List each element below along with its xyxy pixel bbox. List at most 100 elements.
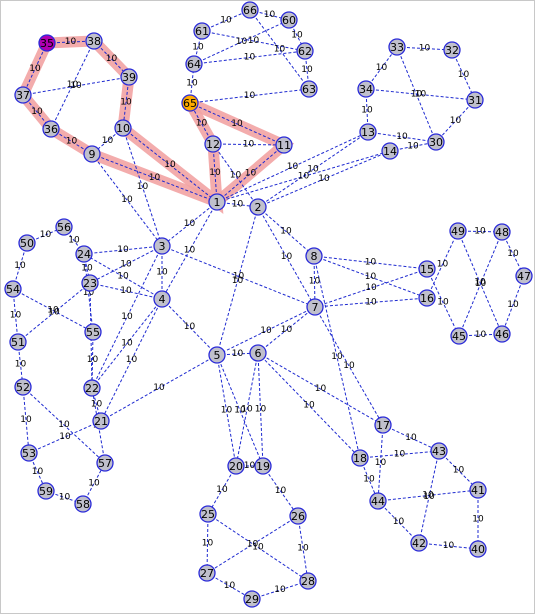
node-circle-56[interactable] xyxy=(55,218,73,236)
node-circle-21[interactable] xyxy=(92,412,110,430)
node-circle-8[interactable] xyxy=(305,247,323,265)
node-3[interactable]: 3 xyxy=(153,237,171,255)
node-38[interactable]: 38 xyxy=(85,32,103,50)
node-circle-40[interactable] xyxy=(469,540,487,558)
node-11[interactable]: 11 xyxy=(275,136,293,154)
node-circle-48[interactable] xyxy=(493,223,511,241)
node-58[interactable]: 58 xyxy=(74,495,92,513)
node-circle-49[interactable] xyxy=(449,222,467,240)
node-circle-64[interactable] xyxy=(185,55,203,73)
node-23[interactable]: 23 xyxy=(81,274,99,292)
node-circle-57[interactable] xyxy=(96,454,114,472)
node-39[interactable]: 39 xyxy=(120,68,138,86)
node-5[interactable]: 5 xyxy=(208,346,226,364)
node-circle-3[interactable] xyxy=(153,237,171,255)
node-34[interactable]: 34 xyxy=(357,80,375,98)
node-circle-43[interactable] xyxy=(430,442,448,460)
node-circle-24[interactable] xyxy=(75,245,93,263)
node-41[interactable]: 41 xyxy=(469,481,487,499)
node-19[interactable]: 19 xyxy=(254,457,272,475)
node-circle-44[interactable] xyxy=(369,492,387,510)
node-29[interactable]: 29 xyxy=(243,590,261,608)
node-10[interactable]: 10 xyxy=(114,119,132,137)
node-12[interactable]: 12 xyxy=(204,135,222,153)
node-62[interactable]: 62 xyxy=(296,42,314,60)
node-36[interactable]: 36 xyxy=(42,120,60,138)
node-circle-58[interactable] xyxy=(74,495,92,513)
node-55[interactable]: 55 xyxy=(84,323,102,341)
node-circle-59[interactable] xyxy=(37,482,55,500)
node-33[interactable]: 33 xyxy=(388,38,406,56)
node-35[interactable]: 35 xyxy=(38,34,56,52)
node-circle-17[interactable] xyxy=(374,416,392,434)
node-circle-25[interactable] xyxy=(199,505,217,523)
node-21[interactable]: 21 xyxy=(92,412,110,430)
node-circle-46[interactable] xyxy=(493,325,511,343)
node-44[interactable]: 44 xyxy=(369,492,387,510)
node-circle-26[interactable] xyxy=(289,507,307,525)
node-circle-65[interactable] xyxy=(181,94,199,112)
node-27[interactable]: 27 xyxy=(198,564,216,582)
node-65[interactable]: 65 xyxy=(181,94,199,112)
node-17[interactable]: 17 xyxy=(374,416,392,434)
node-48[interactable]: 48 xyxy=(493,223,511,241)
node-9[interactable]: 9 xyxy=(83,145,101,163)
node-circle-66[interactable] xyxy=(241,1,259,19)
node-circle-4[interactable] xyxy=(153,290,171,308)
node-54[interactable]: 54 xyxy=(4,280,22,298)
node-circle-30[interactable] xyxy=(427,133,445,151)
node-circle-2[interactable] xyxy=(249,198,267,216)
node-circle-15[interactable] xyxy=(418,260,436,278)
node-45[interactable]: 45 xyxy=(450,327,468,345)
node-2[interactable]: 2 xyxy=(249,198,267,216)
node-circle-28[interactable] xyxy=(299,572,317,590)
node-circle-39[interactable] xyxy=(120,68,138,86)
node-42[interactable]: 42 xyxy=(410,534,428,552)
node-28[interactable]: 28 xyxy=(299,572,317,590)
node-13[interactable]: 13 xyxy=(359,123,377,141)
node-51[interactable]: 51 xyxy=(9,333,27,351)
node-30[interactable]: 30 xyxy=(427,133,445,151)
node-37[interactable]: 37 xyxy=(14,86,32,104)
node-circle-51[interactable] xyxy=(9,333,27,351)
node-8[interactable]: 8 xyxy=(305,247,323,265)
node-16[interactable]: 16 xyxy=(418,289,436,307)
node-circle-29[interactable] xyxy=(243,590,261,608)
node-49[interactable]: 49 xyxy=(449,222,467,240)
node-50[interactable]: 50 xyxy=(18,234,36,252)
node-56[interactable]: 56 xyxy=(55,218,73,236)
node-circle-11[interactable] xyxy=(275,136,293,154)
node-40[interactable]: 40 xyxy=(469,540,487,558)
node-64[interactable]: 64 xyxy=(185,55,203,73)
node-46[interactable]: 46 xyxy=(493,325,511,343)
node-25[interactable]: 25 xyxy=(199,505,217,523)
node-circle-32[interactable] xyxy=(443,41,461,59)
node-1[interactable]: 1 xyxy=(208,193,226,211)
node-14[interactable]: 14 xyxy=(381,142,399,160)
node-circle-6[interactable] xyxy=(249,344,267,362)
node-circle-37[interactable] xyxy=(14,86,32,104)
node-circle-34[interactable] xyxy=(357,80,375,98)
node-32[interactable]: 32 xyxy=(443,41,461,59)
node-4[interactable]: 4 xyxy=(153,290,171,308)
node-7[interactable]: 7 xyxy=(306,298,324,316)
node-circle-53[interactable] xyxy=(20,444,38,462)
node-59[interactable]: 59 xyxy=(37,482,55,500)
node-circle-38[interactable] xyxy=(85,32,103,50)
node-circle-5[interactable] xyxy=(208,346,226,364)
node-circle-14[interactable] xyxy=(381,142,399,160)
node-circle-12[interactable] xyxy=(204,135,222,153)
node-18[interactable]: 18 xyxy=(351,449,369,467)
node-26[interactable]: 26 xyxy=(289,507,307,525)
node-circle-55[interactable] xyxy=(84,323,102,341)
node-6[interactable]: 6 xyxy=(249,344,267,362)
node-circle-61[interactable] xyxy=(193,22,211,40)
node-circle-9[interactable] xyxy=(83,145,101,163)
node-circle-7[interactable] xyxy=(306,298,324,316)
node-circle-41[interactable] xyxy=(469,481,487,499)
node-circle-18[interactable] xyxy=(351,449,369,467)
node-circle-54[interactable] xyxy=(4,280,22,298)
node-circle-63[interactable] xyxy=(300,80,318,98)
node-circle-16[interactable] xyxy=(418,289,436,307)
node-circle-50[interactable] xyxy=(18,234,36,252)
